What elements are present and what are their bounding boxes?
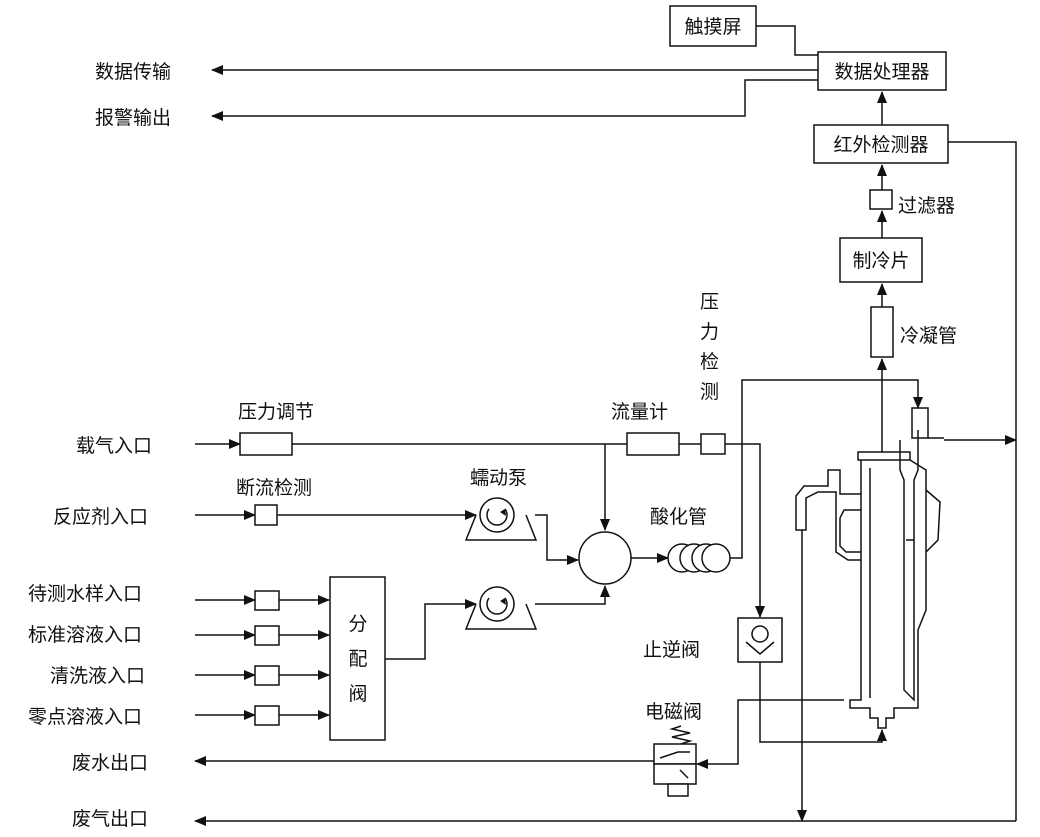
acidification-tube-label: 酸化管 bbox=[650, 506, 707, 528]
svg-text:分: 分 bbox=[348, 613, 367, 635]
solenoid-valve-label: 电磁阀 bbox=[645, 701, 702, 723]
condenser bbox=[870, 306, 894, 358]
pressure-regulator bbox=[239, 432, 293, 456]
cooling-chip-label: 制冷片 bbox=[852, 250, 909, 272]
touchscreen-link bbox=[756, 25, 818, 56]
svg-text:检: 检 bbox=[700, 351, 719, 373]
pressure-regulation-label: 压力调节 bbox=[238, 401, 314, 423]
check-valve bbox=[737, 617, 783, 663]
flow-break-detect-label: 断流检测 bbox=[236, 477, 312, 499]
carrier-gas-inlet-label: 载气入口 bbox=[76, 435, 152, 457]
flowmeter bbox=[626, 432, 680, 456]
gas-to-check-valve-arrow bbox=[725, 443, 765, 618]
condenser-label: 冷凝管 bbox=[900, 325, 957, 347]
wastewater-outlet-label: 废水出口 bbox=[72, 752, 148, 774]
inlet-row-zero bbox=[195, 705, 330, 726]
pump1-to-mixer-arrow bbox=[535, 514, 579, 565]
pressure-sensor bbox=[700, 433, 726, 455]
svg-text:配: 配 bbox=[348, 648, 367, 670]
alarm-output-label: 报警输出 bbox=[95, 107, 171, 129]
data-processor: 数据处理器 bbox=[817, 51, 947, 91]
pressure-detect-label: 压 力 检 测 bbox=[700, 291, 719, 403]
filter bbox=[869, 189, 893, 210]
ir-exhaust-line bbox=[948, 141, 1017, 821]
filter-label: 过滤器 bbox=[898, 195, 955, 217]
cooling-chip: 制冷片 bbox=[839, 237, 923, 283]
peristaltic-pump-2 bbox=[464, 586, 538, 630]
acid-tube-to-reactor-arrow bbox=[730, 379, 923, 559]
standard-inlet-label: 标准溶液入口 bbox=[28, 624, 142, 646]
data-processor-label: 数据处理器 bbox=[834, 61, 929, 83]
touchscreen: 触摸屏 bbox=[669, 5, 757, 47]
reactor-vessel bbox=[795, 407, 944, 729]
mixer bbox=[578, 531, 632, 585]
alarm-output-arrow bbox=[211, 79, 818, 121]
reactor-to-solenoid-arrow bbox=[696, 699, 844, 769]
sample-inlet-label: 待测水样入口 bbox=[28, 583, 142, 605]
data-transmission-label: 数据传输 bbox=[95, 61, 171, 83]
check-valve-label: 止逆阀 bbox=[643, 639, 700, 661]
distribution-valve: 分 配 阀 bbox=[329, 576, 386, 741]
flowmeter-label: 流量计 bbox=[611, 401, 668, 423]
touchscreen-label: 触摸屏 bbox=[684, 16, 741, 38]
svg-text:测: 测 bbox=[700, 381, 719, 403]
inlet-row-sample bbox=[195, 590, 330, 611]
svg-text:力: 力 bbox=[700, 321, 719, 343]
exhaust-outlet-label: 废气出口 bbox=[72, 808, 148, 830]
ir-detector: 红外检测器 bbox=[813, 124, 949, 164]
svg-text:压: 压 bbox=[700, 291, 719, 313]
cleaning-inlet-label: 清洗液入口 bbox=[50, 665, 145, 687]
check-valve-to-reactor-arrow bbox=[759, 662, 887, 743]
zero-inlet-label: 零点溶液入口 bbox=[28, 706, 142, 728]
svg-text:阀: 阀 bbox=[348, 683, 367, 705]
reagent-inlet-label: 反应剂入口 bbox=[53, 506, 148, 528]
pump2-to-mixer-arrow bbox=[535, 585, 610, 605]
acidification-tube bbox=[667, 543, 731, 573]
inlet-row-cleaning bbox=[195, 665, 330, 686]
flow-break-sensor bbox=[254, 504, 278, 526]
peristaltic-pump-1 bbox=[464, 497, 538, 541]
solenoid-valve bbox=[653, 725, 697, 797]
peristaltic-pump-label: 蠕动泵 bbox=[470, 467, 527, 489]
ir-detector-label: 红外检测器 bbox=[833, 134, 928, 156]
inlet-row-standard bbox=[195, 625, 330, 646]
valve-to-pump2-arrow bbox=[385, 599, 477, 660]
